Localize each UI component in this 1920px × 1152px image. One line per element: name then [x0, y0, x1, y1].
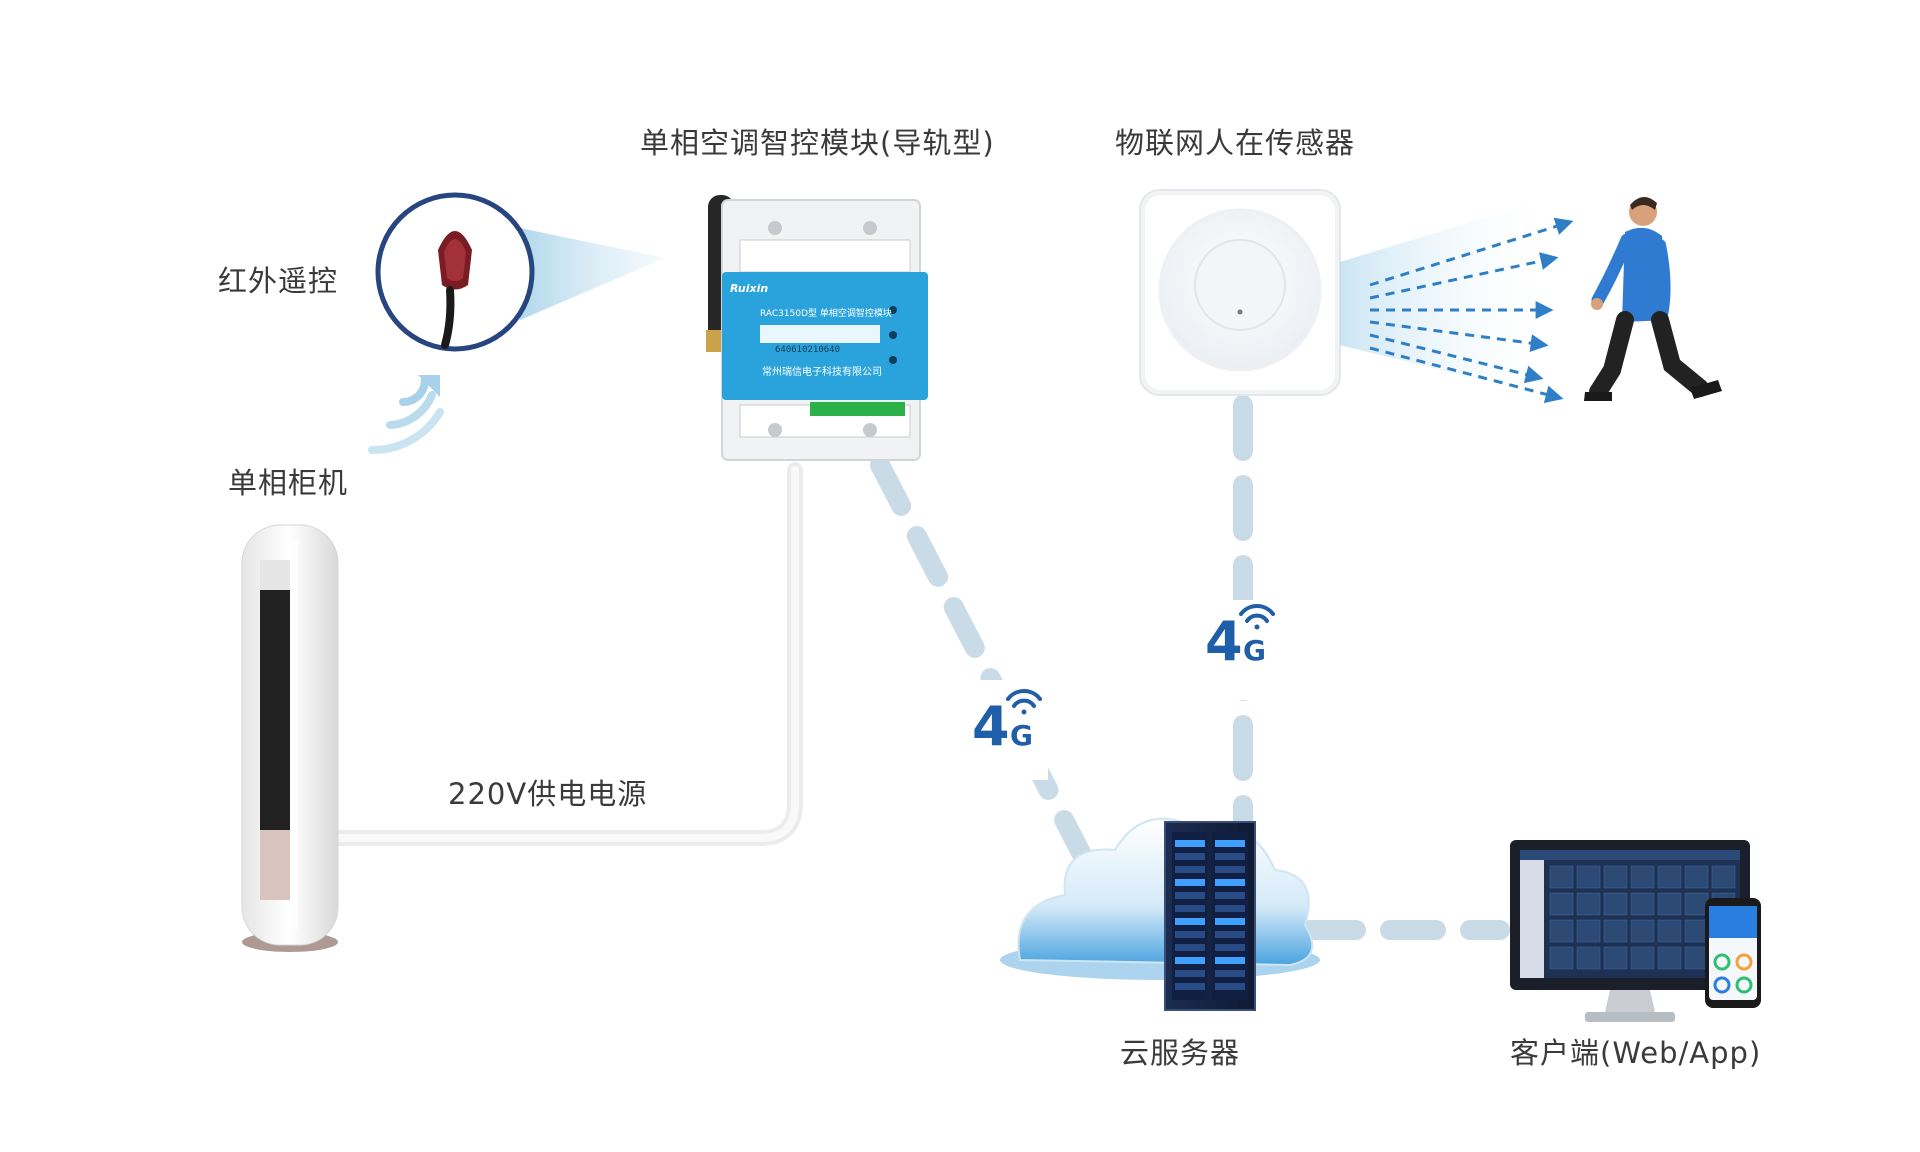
link-module-cloud: [870, 455, 1100, 880]
label-client: 客户端(Web/App): [1510, 1036, 1762, 1070]
module-brand: Ruixin: [730, 282, 768, 295]
wireless-waves-icon: [368, 376, 444, 455]
fourg-badge-module-cloud: 4 G: [972, 689, 1042, 758]
module-serial: 640610210640: [775, 345, 840, 355]
module-company: 常州瑞信电子科技有限公司: [762, 365, 882, 378]
label-cabinet-ac: 单相柜机: [228, 466, 349, 500]
signal-icon: [1006, 689, 1042, 715]
fourg-g-sensor: G: [1243, 634, 1266, 667]
signal-icon: [1239, 604, 1275, 630]
server-slots: [1175, 840, 1245, 990]
label-infrared: 红外遥控: [218, 264, 339, 298]
fourg-badge-sensor-cloud: 4 G: [1205, 604, 1275, 673]
module-model: RAC3150D型 单相空调智控模块: [760, 307, 892, 319]
module-device: [706, 195, 928, 461]
sensor-beam-arrows-icon: [1369, 217, 1574, 404]
walking-person-icon: [1584, 196, 1722, 401]
fourg-num-module: 4: [972, 695, 1010, 758]
infrared-receiver: [375, 192, 535, 352]
client-devices-icon: [1510, 840, 1761, 1022]
label-sensor: 物联网人在传感器: [1115, 126, 1356, 160]
fourg-g-module: G: [1010, 719, 1033, 752]
cloud-server-icon: [1000, 817, 1320, 1011]
label-module: 单相空调智控模块(导轨型): [640, 126, 995, 160]
cabinet-ac-unit: [241, 524, 339, 952]
presence-sensor: [1139, 189, 1341, 396]
fourg-num-sensor: 4: [1205, 610, 1243, 673]
label-cloud: 云服务器: [1120, 1036, 1241, 1070]
infrared-beam: [520, 228, 665, 320]
label-power: 220V供电电源: [448, 777, 648, 811]
